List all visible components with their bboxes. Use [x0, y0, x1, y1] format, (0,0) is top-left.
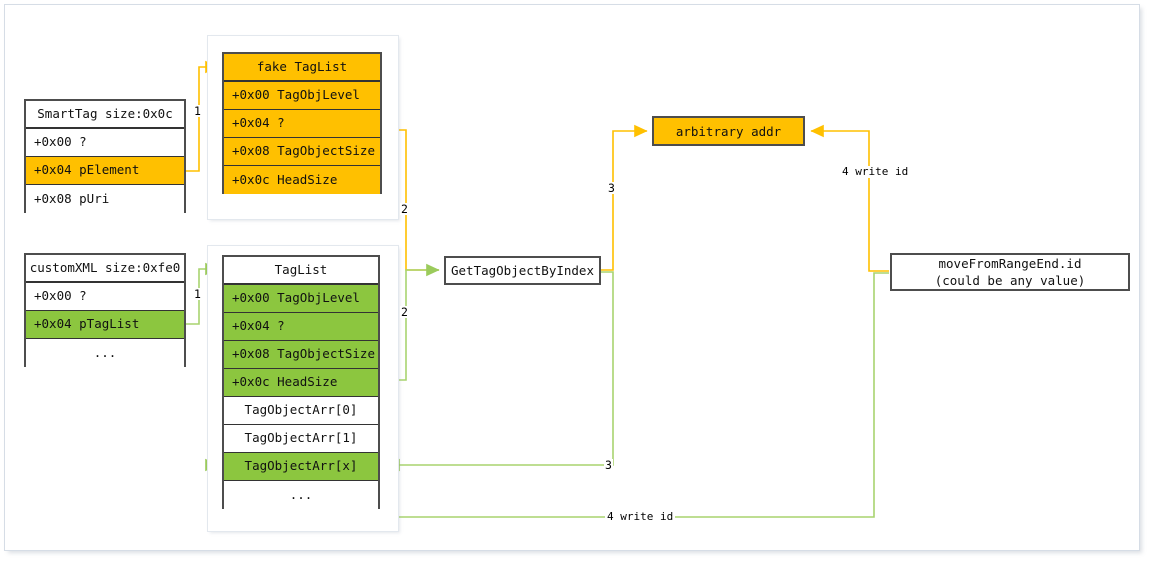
struct-fake-taglist-row-tagobjlevel[interactable]: +0x00 TagObjLevel	[224, 82, 380, 110]
struct-fake-taglist-row-unknown[interactable]: +0x04 ?	[224, 110, 380, 138]
struct-taglist-row-ellipsis: ...	[224, 481, 378, 509]
struct-taglist-row-tagobjectarr-0[interactable]: TagObjectArr[0]	[224, 397, 378, 425]
struct-smarttag-row-pelement[interactable]: +0x04 pElement	[26, 157, 184, 185]
struct-customxml-row-ptaglist[interactable]: +0x04 pTagList	[26, 311, 184, 339]
struct-smarttag-title: SmartTag size:0x0c	[26, 101, 184, 129]
struct-smarttag[interactable]: SmartTag size:0x0c +0x00 ? +0x04 pElemen…	[24, 99, 186, 213]
struct-taglist-row-tagobjectarr-x[interactable]: TagObjectArr[x]	[224, 453, 378, 481]
box-movefromrangeend-line2: (could be any value)	[934, 273, 1086, 288]
struct-customxml-row-ellipsis: ...	[26, 339, 184, 367]
box-arbitrary-addr-label: arbitrary addr	[675, 123, 782, 139]
label-step4-orange: 4 write id	[840, 165, 911, 178]
label-step1-green: 1	[193, 287, 202, 301]
struct-fake-taglist-title: fake TagList	[224, 54, 380, 82]
struct-smarttag-row-0[interactable]: +0x00 ?	[26, 129, 184, 157]
label-step2-green: 2	[400, 305, 409, 319]
struct-taglist-row-unknown[interactable]: +0x04 ?	[224, 313, 378, 341]
struct-taglist-row-tagobjectarr-1[interactable]: TagObjectArr[1]	[224, 425, 378, 453]
struct-customxml-title: customXML size:0xfe0	[26, 255, 184, 283]
struct-customxml-row-0[interactable]: +0x00 ?	[26, 283, 184, 311]
label-step4-green: 4 write id	[605, 510, 676, 523]
struct-taglist-title: TagList	[224, 257, 378, 285]
struct-taglist-row-tagobjlevel[interactable]: +0x00 TagObjLevel	[224, 285, 378, 313]
struct-taglist-row-headsize[interactable]: +0x0c HeadSize	[224, 369, 378, 397]
struct-customxml[interactable]: customXML size:0xfe0 +0x00 ? +0x04 pTagL…	[24, 253, 186, 367]
box-movefromrangeend-line1: moveFromRangeEnd.id	[938, 256, 1082, 271]
struct-fake-taglist[interactable]: fake TagList +0x00 TagObjLevel +0x04 ? +…	[222, 52, 382, 194]
struct-taglist[interactable]: TagList +0x00 TagObjLevel +0x04 ? +0x08 …	[222, 255, 380, 509]
struct-fake-taglist-row-headsize[interactable]: +0x0c HeadSize	[224, 166, 380, 194]
box-arbitrary-addr[interactable]: arbitrary addr	[652, 116, 805, 146]
box-gettagobjectbyindex-label: GetTagObjectByIndex	[451, 263, 594, 278]
struct-fake-taglist-row-tagobjectsize[interactable]: +0x08 TagObjectSize	[224, 138, 380, 166]
box-movefromrangeend[interactable]: moveFromRangeEnd.id (could be any value)	[890, 253, 1130, 291]
label-step3-green: 3	[604, 458, 613, 472]
label-step2-orange: 2	[400, 202, 409, 216]
box-gettagobjectbyindex[interactable]: GetTagObjectByIndex	[444, 256, 601, 285]
struct-smarttag-row-puri[interactable]: +0x08 pUri	[26, 185, 184, 213]
label-step3-orange: 3	[607, 181, 616, 195]
label-step1-orange: 1	[193, 104, 202, 118]
struct-taglist-row-tagobjectsize[interactable]: +0x08 TagObjectSize	[224, 341, 378, 369]
